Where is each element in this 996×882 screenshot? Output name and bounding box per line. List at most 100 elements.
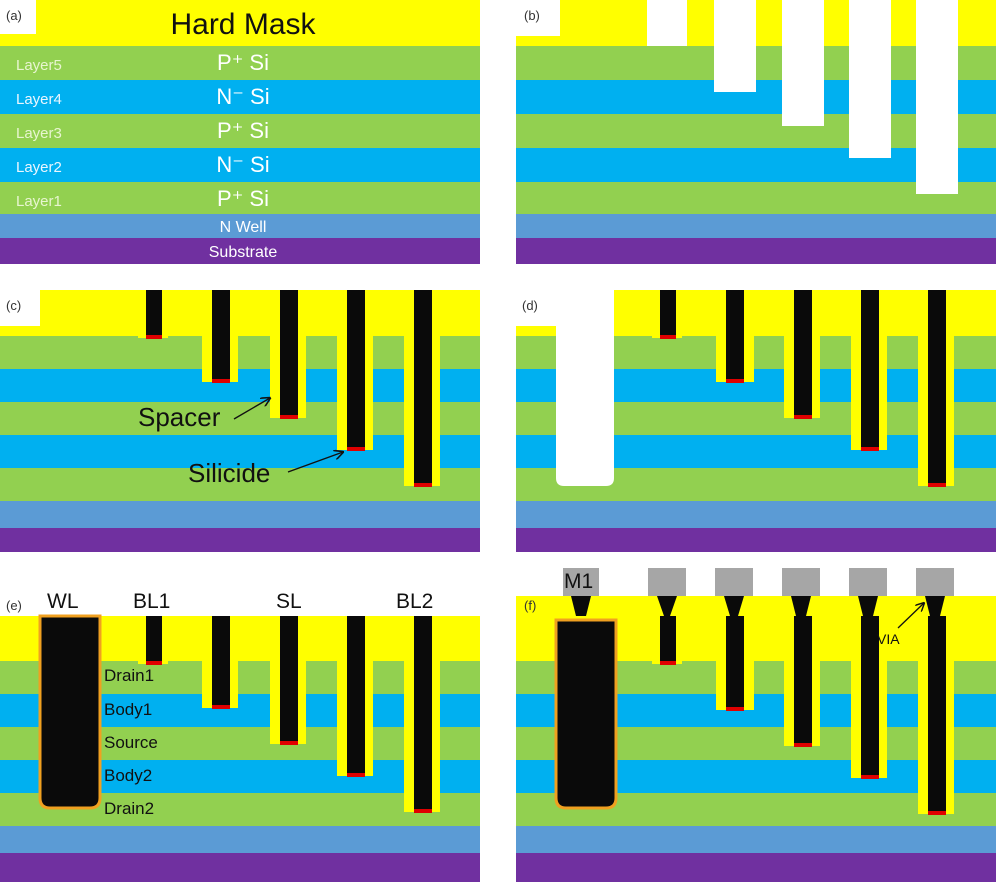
layer3 [0,402,480,435]
sl-label: SL [276,590,302,613]
contact-fill [146,616,162,662]
contact-column [202,616,238,709]
m1-pad [563,568,599,596]
silicide [414,809,432,813]
n-well-layer [516,214,996,238]
contact-fill [414,616,432,810]
substrate-layer [516,528,996,552]
n-well-layer [0,826,480,853]
panel-f-label: (f) [524,598,536,613]
layer5 [0,336,480,369]
wl-via [563,568,599,616]
silicide-callout: Silicide [188,458,270,488]
contact-column [337,616,373,777]
layer4-material: N⁻ Si [216,84,269,109]
silicide [414,483,432,487]
contact-fill [280,290,298,416]
bl2-label: BL2 [396,590,433,613]
layer3-label: Layer3 [16,125,62,142]
wordline-gate [554,618,618,810]
panel-a: (a) Hard Mask Layer5 Layer4 Layer3 Layer… [0,0,480,264]
layer2 [0,148,480,182]
contact-column-sl [782,568,820,747]
layer4-label: Layer4 [16,91,62,108]
m1-pad [648,568,686,596]
via-plug [571,596,591,616]
panel-d: (d) [516,290,996,552]
contact-fill [146,290,162,336]
silicide [794,743,812,747]
trench [849,0,891,158]
trench [782,0,824,126]
body1-label: Body1 [104,700,152,719]
m1-pad [782,568,820,596]
substrate-label: Substrate [209,244,278,261]
panel-label-bg [0,0,36,34]
via-arrow [897,603,924,629]
contact-fill [861,616,879,776]
layer1 [0,182,480,214]
layer1 [0,468,480,501]
contact-fill [280,616,298,742]
substrate-layer [516,238,996,264]
panel-c: (c) Spacer Silicide [0,290,480,552]
layer1-material: P⁺ Si [217,186,269,211]
n-well-layer [516,826,996,853]
panel-d-label: (d) [522,298,538,313]
via-plug [858,596,878,616]
panel-label-bg [516,290,556,326]
trench [714,0,756,92]
silicide [861,775,879,779]
contact-column [716,290,754,383]
contact-fill [794,290,812,416]
panel-e-label: (e) [6,598,22,613]
n-well-label: N Well [220,219,267,236]
silicide [212,705,230,709]
via-plug [657,596,677,616]
panel-e: (e) WL BL1 SL BL2 Drain1 Body1 Source Bo… [0,580,480,882]
hard-mask-layer [0,290,480,336]
layer5-label: Layer5 [16,57,62,74]
contact-fill [928,290,946,484]
contact-fill [726,290,744,380]
silicide [146,661,162,665]
panel-label-bg [516,0,560,36]
panel-label-bg [0,290,40,326]
panel-b: (b) [516,0,996,264]
panel-f: (f) M1 VIA [516,568,996,882]
panel-c-label: (c) [6,298,21,313]
contact-column-sl [270,616,306,745]
contact-fill [212,616,230,706]
m1-label: M1 [564,570,593,593]
layer3 [0,114,480,148]
drain2-label: Drain2 [104,799,154,818]
bl1-label: BL1 [133,590,170,613]
layer5 [0,46,480,80]
panel-a-label: (a) [6,8,22,23]
silicide [861,447,879,451]
hard-mask-label: Hard Mask [170,8,316,41]
contact-column [849,568,887,779]
silicide-arrow [287,452,343,473]
layer4 [0,80,480,114]
contact-fill [726,616,744,708]
silicide [928,483,946,487]
contact-column-bl1 [138,290,168,339]
contact-fill [347,290,365,448]
silicide [660,661,676,665]
substrate-layer [516,853,996,882]
layer4 [0,369,480,402]
n-well-layer [0,501,480,528]
contact-fill [861,290,879,448]
n-well-layer [516,501,996,528]
contact-column-bl2 [404,616,440,813]
wl-trench [556,290,614,486]
substrate-layer [0,853,480,882]
wordline-gate [38,614,102,810]
silicide [726,707,744,711]
layer2-material: N⁻ Si [216,152,269,177]
contact-column-bl1 [138,616,168,665]
contact-column [337,290,373,451]
layer2 [0,435,480,468]
contact-column [202,290,238,383]
